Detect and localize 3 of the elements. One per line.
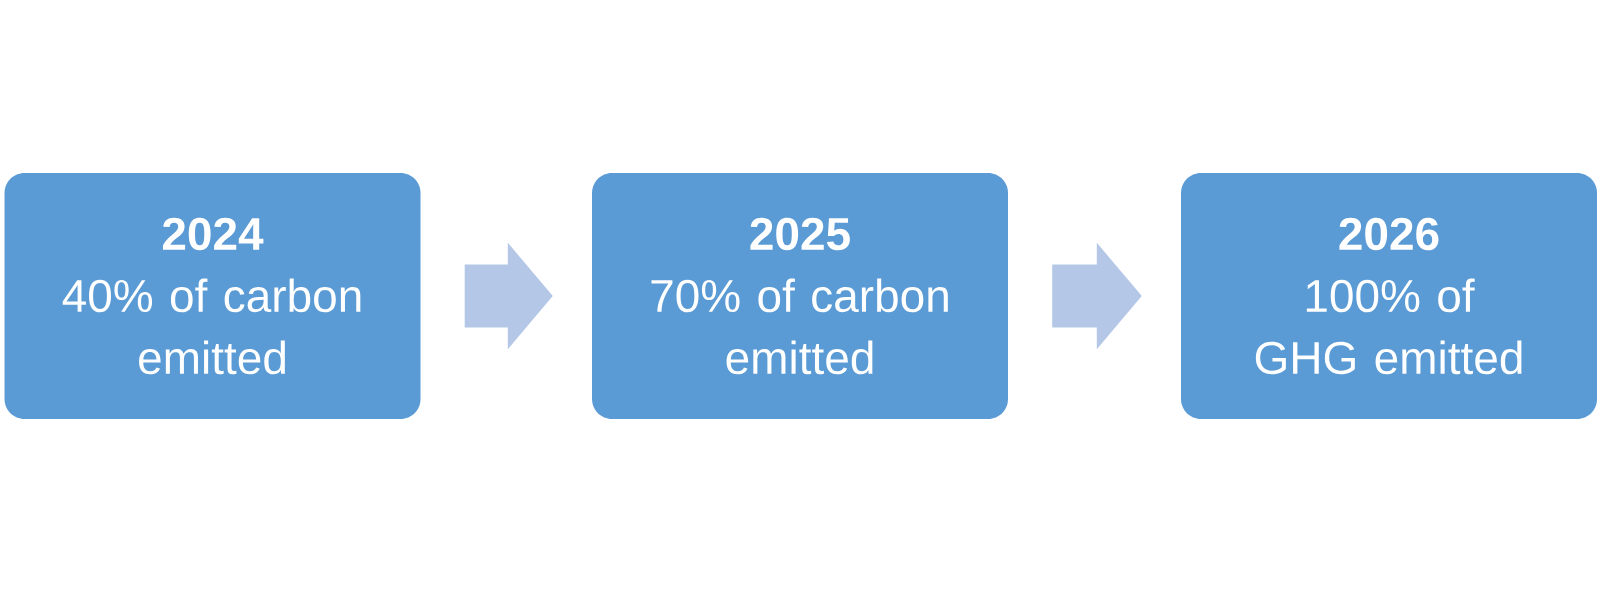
process-box: 2024 40% of carbon emitted	[4, 173, 421, 419]
process-box: 2026 100% of GHG emitted	[1181, 173, 1597, 419]
process-box: 2025 70% of carbon emitted	[592, 173, 1008, 419]
